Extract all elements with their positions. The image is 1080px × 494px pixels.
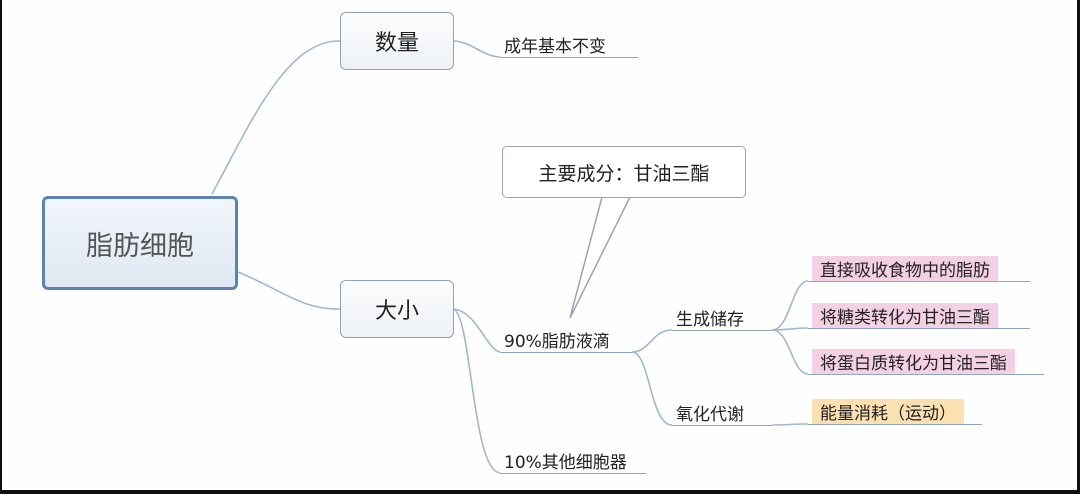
storage-item-direct[interactable]: 直接吸收食物中的脂肪 bbox=[808, 256, 1030, 282]
link-storage-direct bbox=[771, 280, 809, 331]
link-root-quantity bbox=[211, 40, 341, 195]
size-node[interactable]: 大小 bbox=[340, 280, 454, 338]
storage-item-label: 直接吸收食物中的脂肪 bbox=[812, 256, 998, 281]
other-organelles-node[interactable]: 10%其他细胞器 bbox=[500, 448, 646, 474]
link-storage-protein bbox=[771, 329, 809, 375]
link-size-fat bbox=[453, 308, 501, 353]
oxidation-item-energy[interactable]: 能量消耗（运动） bbox=[808, 399, 982, 425]
callout-pointer bbox=[569, 196, 631, 319]
quantity-node[interactable]: 数量 bbox=[340, 12, 454, 70]
oxidation-node[interactable]: 氧化代谢 bbox=[672, 400, 772, 426]
storage-item-sugar[interactable]: 将糖类转化为甘油三酯 bbox=[808, 303, 1030, 329]
oxidation-item-label: 能量消耗（运动） bbox=[812, 399, 964, 424]
storage-node[interactable]: 生成储存 bbox=[672, 305, 772, 331]
callout-main-component: 主要成分：甘油三酯 bbox=[502, 146, 746, 198]
link-storage-sugar bbox=[771, 327, 809, 331]
fat-droplet-node[interactable]: 90%脂肪液滴 bbox=[500, 327, 632, 353]
link-fat-storage bbox=[631, 329, 673, 353]
link-quantity-detail bbox=[453, 40, 501, 58]
link-root-size bbox=[237, 271, 341, 310]
link-size-other bbox=[453, 308, 501, 474]
storage-item-protein[interactable]: 将蛋白质转化为甘油三酯 bbox=[808, 349, 1044, 375]
link-fat-oxidation bbox=[631, 351, 673, 426]
storage-item-label: 将糖类转化为甘油三酯 bbox=[812, 303, 998, 328]
storage-item-label: 将蛋白质转化为甘油三酯 bbox=[812, 349, 1015, 374]
link-oxidation-energy bbox=[771, 423, 809, 426]
quantity-detail-node[interactable]: 成年基本不变 bbox=[500, 32, 638, 58]
root-node[interactable]: 脂肪细胞 bbox=[42, 196, 238, 290]
